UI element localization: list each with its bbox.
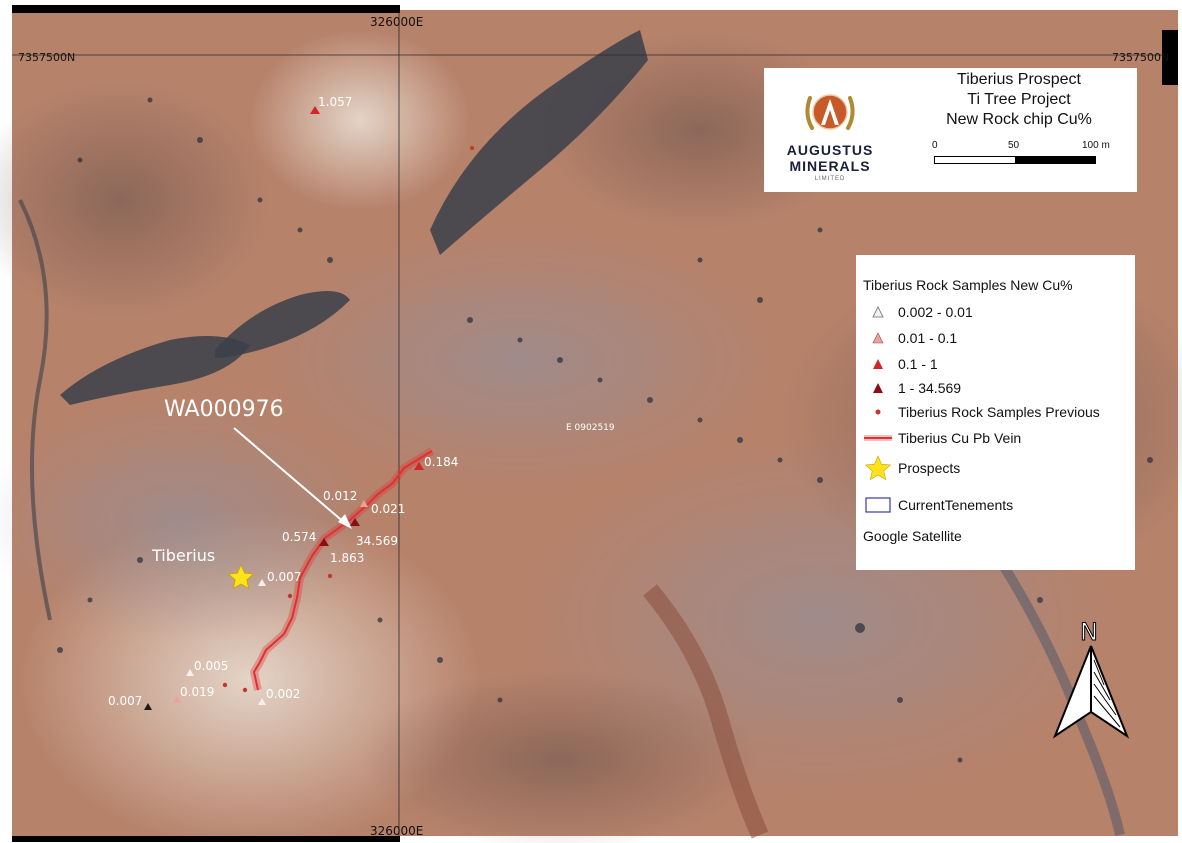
legend-item: 1 - 34.569 — [864, 377, 961, 399]
sample-value-label: 0.019 — [180, 685, 214, 699]
sample-marker — [144, 703, 152, 710]
star-icon — [865, 455, 891, 481]
grid-label-easting-top: 326000E — [370, 15, 423, 29]
sample-marker — [258, 579, 266, 586]
sample-marker — [360, 500, 368, 507]
triangle-icon — [873, 383, 883, 393]
legend-label: 0.1 - 1 — [898, 356, 938, 372]
brand-name-line1: AUGUSTUS — [786, 142, 874, 158]
sample-value-label: 0.184 — [424, 455, 458, 469]
legend-label: Tiberius Rock Samples Previous — [898, 404, 1100, 420]
legend-title: Tiberius Rock Samples New Cu% — [863, 277, 1073, 293]
callout-arrow-line — [233, 427, 347, 525]
legend-panel: Tiberius Rock Samples New Cu% 0.002 - 0.… — [856, 255, 1135, 570]
sample-value-label: 1.057 — [318, 95, 352, 109]
map-title: Tiberius Prospect Ti Tree Project New Ro… — [914, 70, 1124, 130]
legend-label: Tiberius Cu Pb Vein — [898, 430, 1022, 446]
title-line-2: Ti Tree Project — [967, 91, 1071, 108]
legend-label: 0.01 - 0.1 — [898, 330, 958, 346]
north-arrow-icon — [1052, 645, 1130, 739]
title-line-1: Tiberius Prospect — [957, 71, 1081, 88]
sample-marker — [173, 696, 181, 703]
sample-marker — [258, 698, 266, 705]
frame-bar — [12, 836, 400, 842]
sample-marker — [310, 106, 320, 114]
title-line-3: New Rock chip Cu% — [946, 111, 1092, 128]
sample-value-label: 0.574 — [282, 530, 316, 544]
brand-sub: LIMITED — [814, 176, 846, 182]
sample-marker — [350, 518, 360, 526]
legend-label: CurrentTenements — [898, 497, 1014, 513]
triangle-icon — [873, 359, 883, 369]
vegetation-ridge — [60, 336, 250, 405]
sample-value-label: 0.007 — [267, 570, 301, 584]
drainage-channel — [643, 584, 769, 839]
augustus-logo-icon — [805, 94, 855, 130]
vegetation-ridge — [430, 30, 648, 255]
tenement-box-icon — [865, 497, 891, 513]
grid-label-easting-bottom: 326000E — [370, 824, 423, 838]
title-panel: AUGUSTUS MINERALS LIMITED Tiberius Prosp… — [764, 68, 1137, 192]
brand-name-line2: MINERALS — [789, 158, 871, 174]
sample-labels: 1.057 0.184 0.012 0.021 0.574 34.569 1.8… — [108, 95, 458, 708]
dot-icon — [875, 409, 881, 415]
frame-bar — [12, 5, 400, 13]
sample-value-label: 0.005 — [194, 659, 228, 673]
legend-item: Tiberius Cu Pb Vein — [864, 427, 1021, 449]
sample-value-label: 0.021 — [371, 502, 405, 516]
prospect-star-icon — [227, 564, 255, 590]
legend-item: Tiberius Rock Samples Previous — [864, 401, 1100, 423]
sample-value-label: 0.002 — [266, 687, 300, 701]
sample-value-label: 0.012 — [323, 489, 357, 503]
sample-triangles — [144, 106, 424, 710]
triangle-icon — [872, 332, 884, 344]
legend-item: CurrentTenements — [864, 494, 1013, 516]
previous-sample-dots — [222, 146, 474, 693]
grid-label-northing-right: 7357500N — [1112, 51, 1169, 64]
legend-item: 0.002 - 0.01 — [864, 301, 973, 323]
shrub-dots — [57, 97, 1153, 763]
scale-bar-graphic — [934, 156, 1096, 164]
cu-pb-vein — [253, 450, 433, 691]
scale-bar: 0 50 100 m — [932, 140, 1134, 170]
terrain-patch — [260, 230, 780, 490]
callout-arrow-head — [338, 514, 352, 529]
triangle-icon — [872, 306, 884, 318]
scale-label: 50 — [1008, 140, 1020, 151]
legend-item: 0.1 - 1 — [864, 353, 938, 375]
sample-marker — [319, 538, 329, 546]
brand-block: AUGUSTUS MINERALS LIMITED — [778, 84, 882, 182]
sample-value-label: 34.569 — [356, 534, 398, 548]
terrain-patch — [250, 30, 470, 210]
tenement-label: E 0902519 — [566, 423, 615, 433]
sample-marker — [414, 462, 424, 470]
frame-bar — [1162, 30, 1178, 85]
terrain-patch — [0, 400, 380, 640]
north-label: N — [1080, 618, 1098, 646]
sample-value-label: 1.863 — [330, 551, 364, 565]
legend-item: Prospects — [864, 455, 961, 481]
vein-line-icon — [864, 435, 892, 441]
drainage-channel — [18, 199, 52, 621]
prospect-label: Tiberius — [151, 546, 215, 565]
scale-label: 0 — [932, 140, 938, 151]
callout-label: WA000976 — [164, 397, 284, 422]
vegetation-ridge — [215, 291, 350, 358]
terrain-patch — [360, 670, 760, 843]
legend-item: 0.01 - 0.1 — [864, 327, 957, 349]
scale-label: 100 m — [1082, 140, 1110, 151]
legend-basemap-label: Google Satellite — [863, 528, 962, 544]
sample-value-label: 0.007 — [108, 694, 142, 708]
legend-label: 1 - 34.569 — [898, 380, 962, 396]
legend-label: Prospects — [898, 460, 961, 476]
sample-marker — [186, 669, 194, 676]
legend-label: 0.002 - 0.01 — [898, 304, 973, 320]
grid-label-northing-left: 7357500N — [18, 51, 75, 64]
